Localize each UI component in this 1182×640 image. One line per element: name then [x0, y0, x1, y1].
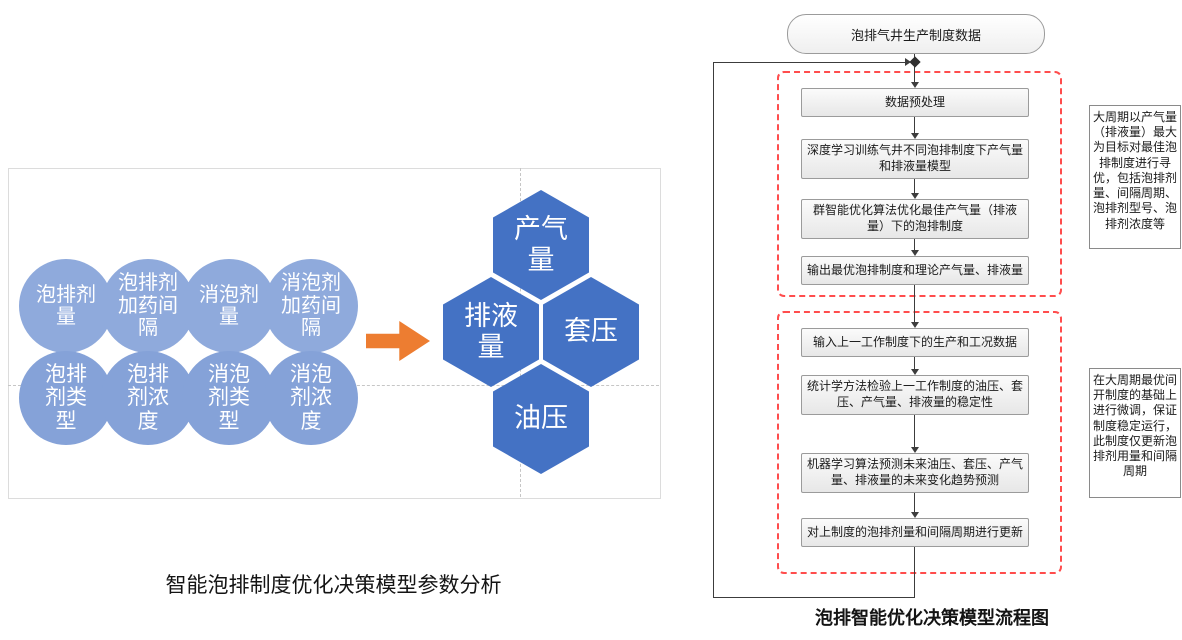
- connector-line: [914, 357, 915, 369]
- arrowhead-down-icon: [911, 322, 919, 328]
- param-circle-defoamer-type: 消泡 剂类 型: [182, 351, 276, 445]
- connector-line: [914, 415, 915, 447]
- junction-diamond-icon: [909, 56, 921, 68]
- arrowhead-right-icon: [905, 58, 911, 66]
- feedback-line-left: [713, 62, 714, 597]
- connector-line: [914, 493, 915, 512]
- param-circle-foam-agent-type: 泡排 剂类 型: [19, 351, 113, 445]
- param-circle-foam-agent-concentration: 泡排 剂浓 度: [101, 351, 195, 445]
- arrowhead-down-icon: [911, 193, 919, 199]
- flow-step-7: 机器学习算法预测未来油压、套压、产气量、排液量的未来变化趋势预测: [801, 453, 1029, 493]
- flow-step-4: 输出最优泡排制度和理论产气量、排液量: [801, 256, 1029, 285]
- connector-line: [914, 285, 915, 322]
- flow-step-6: 统计学方法检验上一工作制度的油压、套压、产气量、排液量的稳定性: [801, 375, 1029, 415]
- param-circle-defoamer-dose: 消泡剂 量: [182, 259, 276, 353]
- arrowhead-down-icon: [911, 133, 919, 139]
- side-note-phase1: 大周期以产气量（排液量）最大为目标对最佳泡排制度进行寻优，包括泡排剂量、间隔周期…: [1089, 105, 1181, 249]
- connector-line: [914, 547, 915, 597]
- arrowhead-down-icon: [911, 82, 919, 88]
- param-circle-foam-agent-dose: 泡排剂 量: [19, 259, 113, 353]
- hex-casing-pressure: 套压: [543, 277, 639, 387]
- phase1-dashed-group: [777, 71, 1062, 297]
- connector-line: [914, 117, 915, 133]
- param-circle-defoamer-concentration: 消泡 剂浓 度: [264, 351, 358, 445]
- flow-start-node: 泡排气井生产制度数据: [787, 14, 1045, 54]
- feedback-line-bottom: [713, 597, 915, 598]
- hex-tubing-pressure: 油压: [493, 364, 589, 474]
- param-circle-defoamer-dosing-interval: 消泡剂 加药间 隔: [264, 259, 358, 353]
- flow-step-5: 输入上一工作制度下的生产和工况数据: [801, 328, 1029, 357]
- param-circle-foam-agent-dosing-interval: 泡排剂 加药间 隔: [101, 259, 195, 353]
- feedback-line-top: [713, 62, 905, 63]
- flow-step-1: 数据预处理: [801, 88, 1029, 117]
- connector-line: [914, 239, 915, 250]
- flow-step-3: 群智能优化算法优化最佳产气量（排液量）下的泡排制度: [801, 199, 1029, 239]
- connector-line: [914, 179, 915, 193]
- phase2-dashed-group: [777, 311, 1062, 574]
- arrowhead-down-icon: [911, 250, 919, 256]
- arrowhead-down-icon: [911, 369, 919, 375]
- side-note-phase2: 在大周期最优间开制度的基础上进行微调，保证制度稳定运行，此制度仅更新泡排剂用量和…: [1089, 368, 1181, 498]
- parameter-diagram-frame: [8, 168, 661, 499]
- arrowhead-down-icon: [911, 447, 919, 453]
- left-diagram-caption: 智能泡排制度优化决策模型参数分析: [165, 574, 502, 597]
- arrowhead-down-icon: [911, 512, 919, 518]
- flow-step-8: 对上制度的泡排剂量和间隔周期进行更新: [801, 518, 1029, 547]
- hex-liquid-discharge: 排液 量: [443, 277, 539, 387]
- flow-step-2: 深度学习训练气井不同泡排制度下产气量和排液量模型: [801, 139, 1029, 179]
- flowchart-caption: 泡排智能优化决策模型流程图: [815, 608, 1049, 628]
